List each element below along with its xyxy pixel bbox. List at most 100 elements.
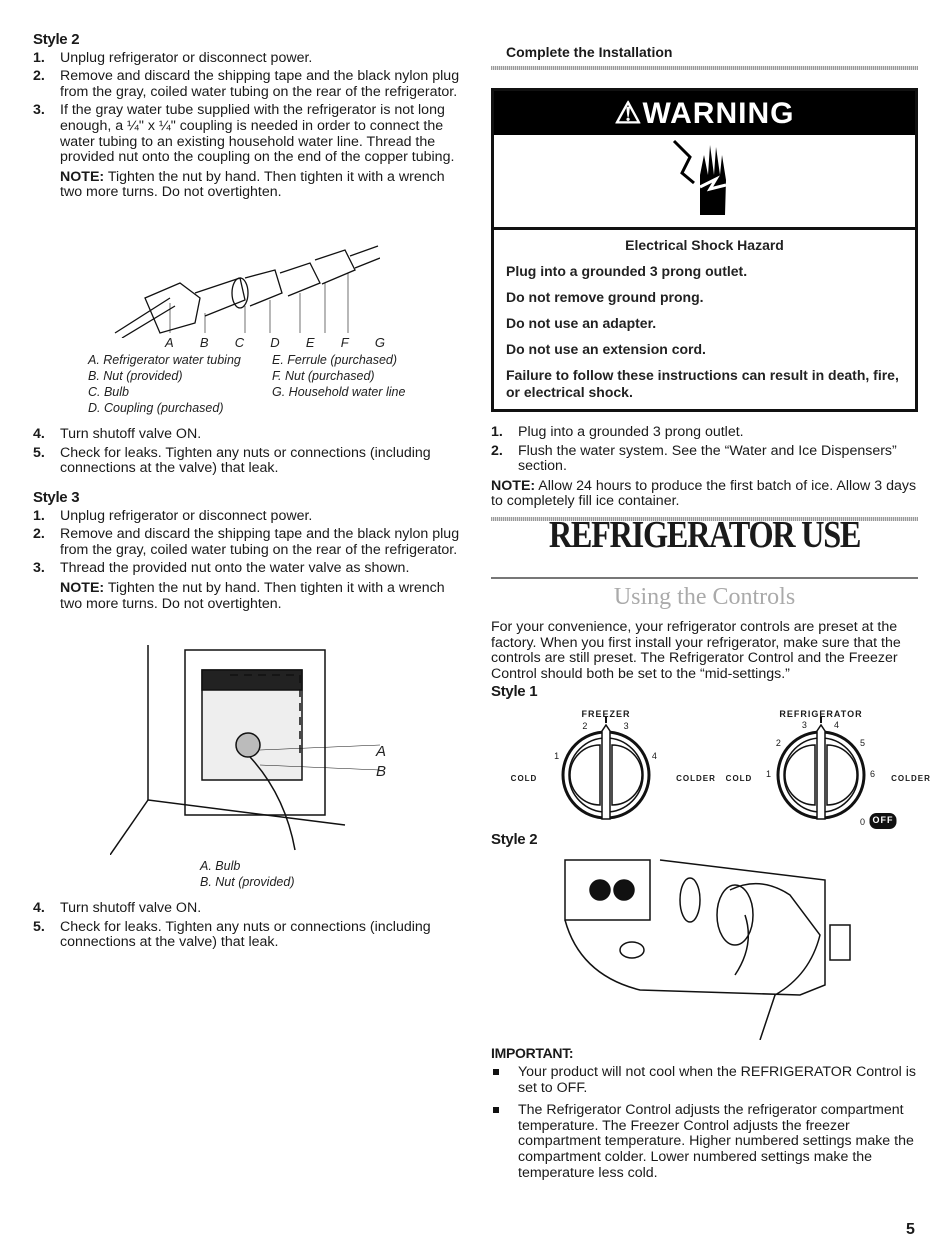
step-text: Turn shutoff valve ON. xyxy=(60,426,202,442)
cold-label: COLD xyxy=(725,774,753,783)
dial-title: FREEZER xyxy=(581,709,631,719)
figure1-captions-right: E. Ferrule (purchased) F. Nut (purchased)… xyxy=(272,352,405,400)
step-text: Turn shutoff valve ON. xyxy=(60,900,202,916)
dial-number: 4 xyxy=(651,751,658,762)
step-item: 1. Unplug refrigerator or disconnect powe… xyxy=(33,507,463,525)
page-title: REFRIGERATOR USE xyxy=(548,514,862,556)
style2-section: Style 2 1.Unplug refrigerator or disconn… xyxy=(33,32,463,201)
dial-number: 2 xyxy=(582,721,589,732)
dial-number: 4 xyxy=(834,719,841,730)
warning-triangle-icon: ⚠ xyxy=(614,97,643,130)
text-line: G. Household water line xyxy=(272,385,406,399)
step-number: 1. xyxy=(33,507,45,524)
bullet-item: Your product will not cool when the REFR… xyxy=(491,1064,918,1096)
text-line: Failure to follow these instructions can… xyxy=(506,367,899,400)
style1-heading: Style 1 xyxy=(491,683,538,700)
step-item: 4. Turn shutoff valve ON. xyxy=(33,426,463,443)
intro-paragraph: For your convenience, your refrigerator … xyxy=(491,619,901,682)
step-number: 2. xyxy=(33,68,45,85)
text-line: D. Coupling (purchased) xyxy=(88,401,224,415)
subtitle: Using the Controls xyxy=(613,584,796,610)
step-item: 5. Check for leaks. Tighten any nuts or c… xyxy=(33,444,463,477)
step-number: 4. xyxy=(33,426,45,442)
style2-note: NOTE: Tighten the nut by hand. Then tigh… xyxy=(60,168,445,201)
text-line: A. Refrigerator water tubing xyxy=(88,353,241,367)
dial-number: 3 xyxy=(801,719,808,730)
step-text: Thread the provided nut onto the water v… xyxy=(60,560,410,577)
step-item: 5. Check for leaks. Tighten any nuts or c… xyxy=(33,918,463,951)
step-text: Check for leaks. Tighten any nuts or con… xyxy=(60,918,431,951)
text-line: C. Bulb xyxy=(88,385,129,399)
step-item: 2.Remove and discard the shipping tape a… xyxy=(33,526,463,558)
warning-header: ⚠WARNING xyxy=(494,91,915,135)
dial-number: 2 xyxy=(775,738,782,749)
step-text: Remove and discard the shipping tape and… xyxy=(60,526,460,558)
text-line: Do not remove ground prong. xyxy=(506,289,704,305)
step-number: 5. xyxy=(33,444,45,461)
step-text: Flush the water system. See the “Water a… xyxy=(518,442,897,475)
step-item: 2. Flush the water system. See the “Water… xyxy=(491,442,918,475)
text-line: B xyxy=(199,335,209,350)
step-text: If the gray water tube supplied with the… xyxy=(60,102,455,166)
text-line: Do not use an extension cord. xyxy=(506,341,706,357)
dial-zero: 0 xyxy=(859,817,867,827)
step-number: 5. xyxy=(33,918,45,935)
text-line: A xyxy=(165,335,174,350)
dial-knob-icon xyxy=(561,717,651,820)
warning-text: Electrical Shock Hazard Plug into a grou… xyxy=(494,237,915,416)
step-item: 3.Thread the provided nut onto the water… xyxy=(33,561,463,577)
text-line: A. Bulb xyxy=(200,859,241,873)
dotted-divider xyxy=(491,517,918,521)
install-note: NOTE: Allow 24 hours to produce the firs… xyxy=(491,477,917,510)
text-line: F xyxy=(340,335,349,350)
style3-section: Style 3 1. Unplug refrigerator or disconn… xyxy=(33,490,463,612)
step-number: 2. xyxy=(491,442,503,459)
dial-number: 5 xyxy=(860,738,867,749)
step-number: 1. xyxy=(491,424,503,440)
text-line: G xyxy=(374,335,385,350)
style2-steps-after: 4. Turn shutoff valve ON. 5. Check for leak… xyxy=(33,424,463,477)
text-line: B. Nut (provided) xyxy=(200,875,295,889)
figure2-letter-a: A xyxy=(376,743,387,760)
water-valve-illustration xyxy=(110,645,381,855)
text-line: D xyxy=(270,335,280,350)
step-item: 4. Turn shutoff valve ON. xyxy=(33,900,463,917)
figure2-letter-b: B xyxy=(376,763,387,780)
step-text: Unplug refrigerator or disconnect power. xyxy=(60,507,313,524)
step-text: Check for leaks. Tighten any nuts or con… xyxy=(60,444,431,477)
tubing-coupling-illustration xyxy=(114,245,380,338)
figure1-letters: A B C D E F G xyxy=(165,335,385,351)
style2-steps: 1.Unplug refrigerator or disconnect powe… xyxy=(33,49,463,166)
step-item: 1.Plug into a grounded 3 prong outlet. xyxy=(491,424,918,441)
text-line: F. Nut (purchased) xyxy=(272,369,375,383)
step-text: Remove and discard the shipping tape and… xyxy=(60,68,460,100)
figure2-captions: A. Bulb B. Nut (provided) xyxy=(200,858,294,890)
important-bullets: Your product will not cool when the REFR… xyxy=(491,1064,918,1181)
style2-control-panel-illustration xyxy=(564,859,851,1040)
step-item: 2. Remove and discard the shipping tape a… xyxy=(33,68,463,100)
text-line: E xyxy=(305,335,315,350)
text-line: Plug into a grounded 3 prong outlet. xyxy=(506,263,748,279)
text-line: B. Nut (provided) xyxy=(88,369,183,383)
step-number: 4. xyxy=(33,900,45,916)
style3-heading: Style 3 xyxy=(33,489,80,506)
warning-box: ⚠WARNING Electrical Shock Hazard Plug in… xyxy=(491,88,918,412)
dotted-divider xyxy=(491,66,918,70)
colder-label: COLDER xyxy=(676,774,716,783)
text-line: E. Ferrule (purchased) xyxy=(272,353,398,367)
style2-heading: Style 2 xyxy=(33,31,80,48)
style2-controls-heading: Style 2 xyxy=(491,831,538,848)
off-badge: OFF xyxy=(869,813,897,829)
text-line: Do not use an adapter. xyxy=(506,315,657,331)
step-item: 1.Unplug refrigerator or disconnect powe… xyxy=(33,49,463,67)
dial-knob-icon xyxy=(776,717,866,820)
text-line: C xyxy=(234,335,245,350)
important-heading: IMPORTANT: xyxy=(491,1045,574,1061)
step-number: 1. xyxy=(33,49,45,66)
title-rule xyxy=(491,577,918,579)
install-steps: 1.Plug into a grounded 3 prong outlet.2.… xyxy=(491,422,918,510)
